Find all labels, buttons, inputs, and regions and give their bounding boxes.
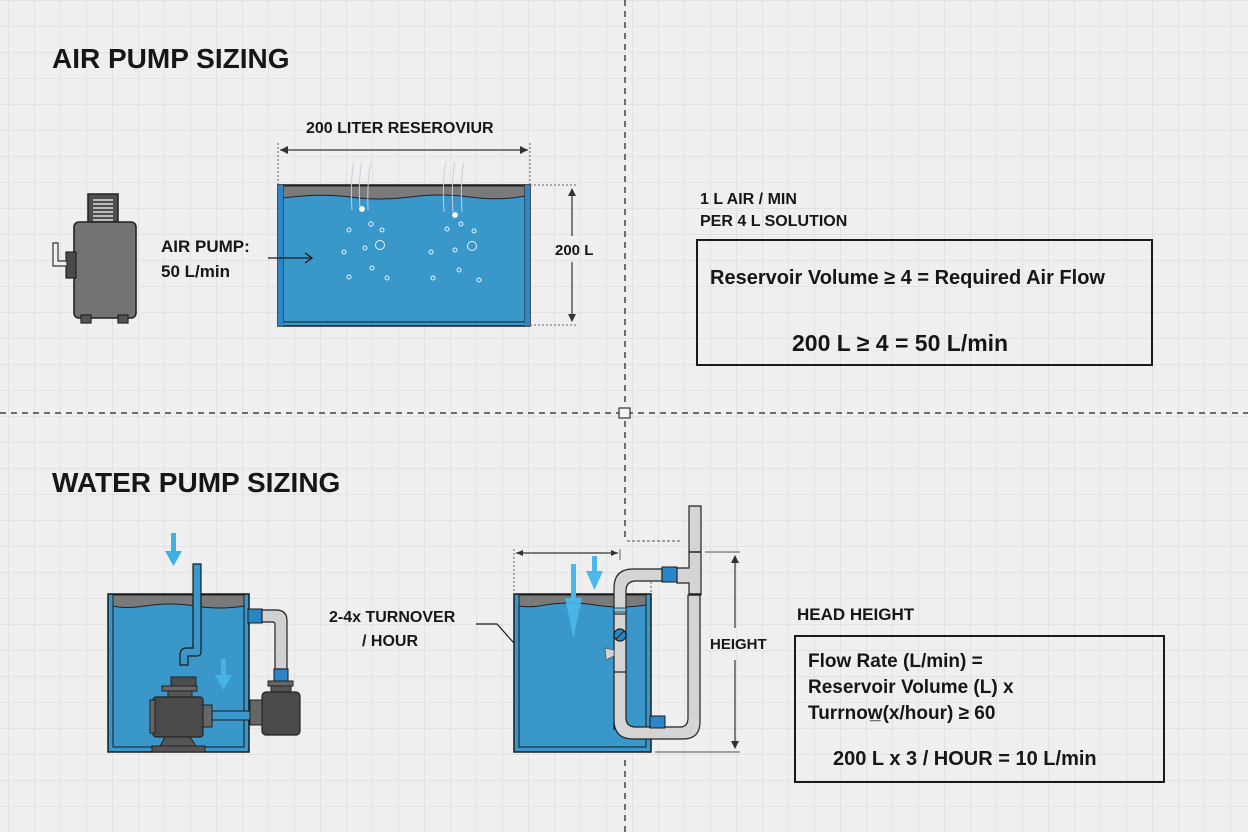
down-arrow-icon <box>215 659 232 690</box>
reservoir-width-label: 200 LITER RESEROVIUR <box>306 120 494 137</box>
water-formula-box: Flow Rate (L/min) = Reservoir Volume (L)… <box>794 635 1165 783</box>
reservoir-height-label: 200 L <box>555 242 594 259</box>
water-formula-line1: Flow Rate (L/min) = <box>808 651 983 672</box>
valve-icon <box>604 613 627 673</box>
air-rule-line2: PER 4 L SOLUTION <box>700 213 848 230</box>
air-bubbles <box>341 206 482 283</box>
turnover-line1: 2-4x TURNOVER <box>329 609 456 626</box>
air-rule-line1: 1 L AIR / MIN <box>700 191 797 208</box>
air-pump-label-line1: AIR PUMP: <box>161 237 250 256</box>
water-calculation: 200 L x 3 / HOUR = 10 L/min <box>833 748 1097 770</box>
down-arrow-icon <box>565 556 603 638</box>
submersible-pump-icon <box>149 676 213 753</box>
air-formula: Reservoir Volume ≥ 4 = Required Air Flow <box>710 267 1105 289</box>
height-label: HEIGHT <box>710 636 767 653</box>
external-pump-icon <box>249 680 301 736</box>
air-rule-text: 1 L AIR / MIN PER 4 L SOLUTION <box>700 189 847 233</box>
air-pump-sizing-title: AIR PUMP SIZING <box>52 43 290 74</box>
head-height-label: HEAD HEIGHT <box>797 605 915 624</box>
water-formula: Flow Rate (L/min) = Reservoir Volume (L)… <box>808 649 1014 727</box>
down-arrow-icon <box>165 533 182 566</box>
turnover-line2: / HOUR <box>362 633 418 650</box>
water-pump-sizing-title: WATER PUMP SIZING <box>52 467 341 498</box>
air-pump-label: AIR PUMP: 50 L/min <box>161 236 250 283</box>
air-calculation: 200 L ≥ 4 = 50 L/min <box>792 330 1009 356</box>
air-formula-box: Reservoir Volume ≥ 4 = Required Air Flow… <box>696 239 1153 366</box>
water-formula-line2: Reservoir Volume (L) x <box>808 677 1014 698</box>
turnover-label: 2-4x TURNOVER / HOUR <box>329 606 455 654</box>
divider-junction-marker <box>618 407 631 419</box>
water-formula-line3: Turrnow̲(x/hour) ≥ 60 <box>808 703 996 724</box>
air-pump-rate: 50 L/min <box>161 262 230 281</box>
